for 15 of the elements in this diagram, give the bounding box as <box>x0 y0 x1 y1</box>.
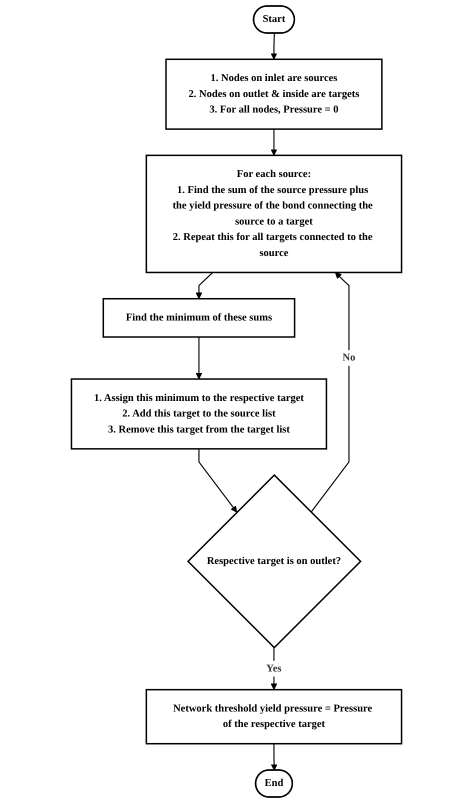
node-diamond: Respective target is on outlet? <box>187 474 362 649</box>
edge-label: Yes <box>266 663 282 674</box>
node-box: For each source: 1. Find the sum of the source pressure plus the yield pressure of the bond connecting the source to a target 2. Repeat this for all targets connected to the source <box>146 154 402 274</box>
node-box: 1. Assign this minimum to the respective target 2. Add this target to the source list 3. Remove this target from the target list <box>70 378 328 450</box>
node-box: 1. Nodes on inlet are sources 2. Nodes on outlet & inside are targets 3. For all nodes, Pressure = 0 <box>165 58 383 130</box>
edge-label: No <box>342 352 356 364</box>
node-box: Network threshold yield pressure = Pressure of the respective target <box>146 688 402 744</box>
arrow <box>270 744 278 771</box>
arrow <box>270 129 278 156</box>
arrow <box>310 272 350 513</box>
node-box: Find the minimum of these sums <box>102 298 296 338</box>
arrow <box>196 272 214 300</box>
arrow <box>270 33 278 60</box>
arrow <box>196 337 202 380</box>
arrow <box>198 448 238 513</box>
